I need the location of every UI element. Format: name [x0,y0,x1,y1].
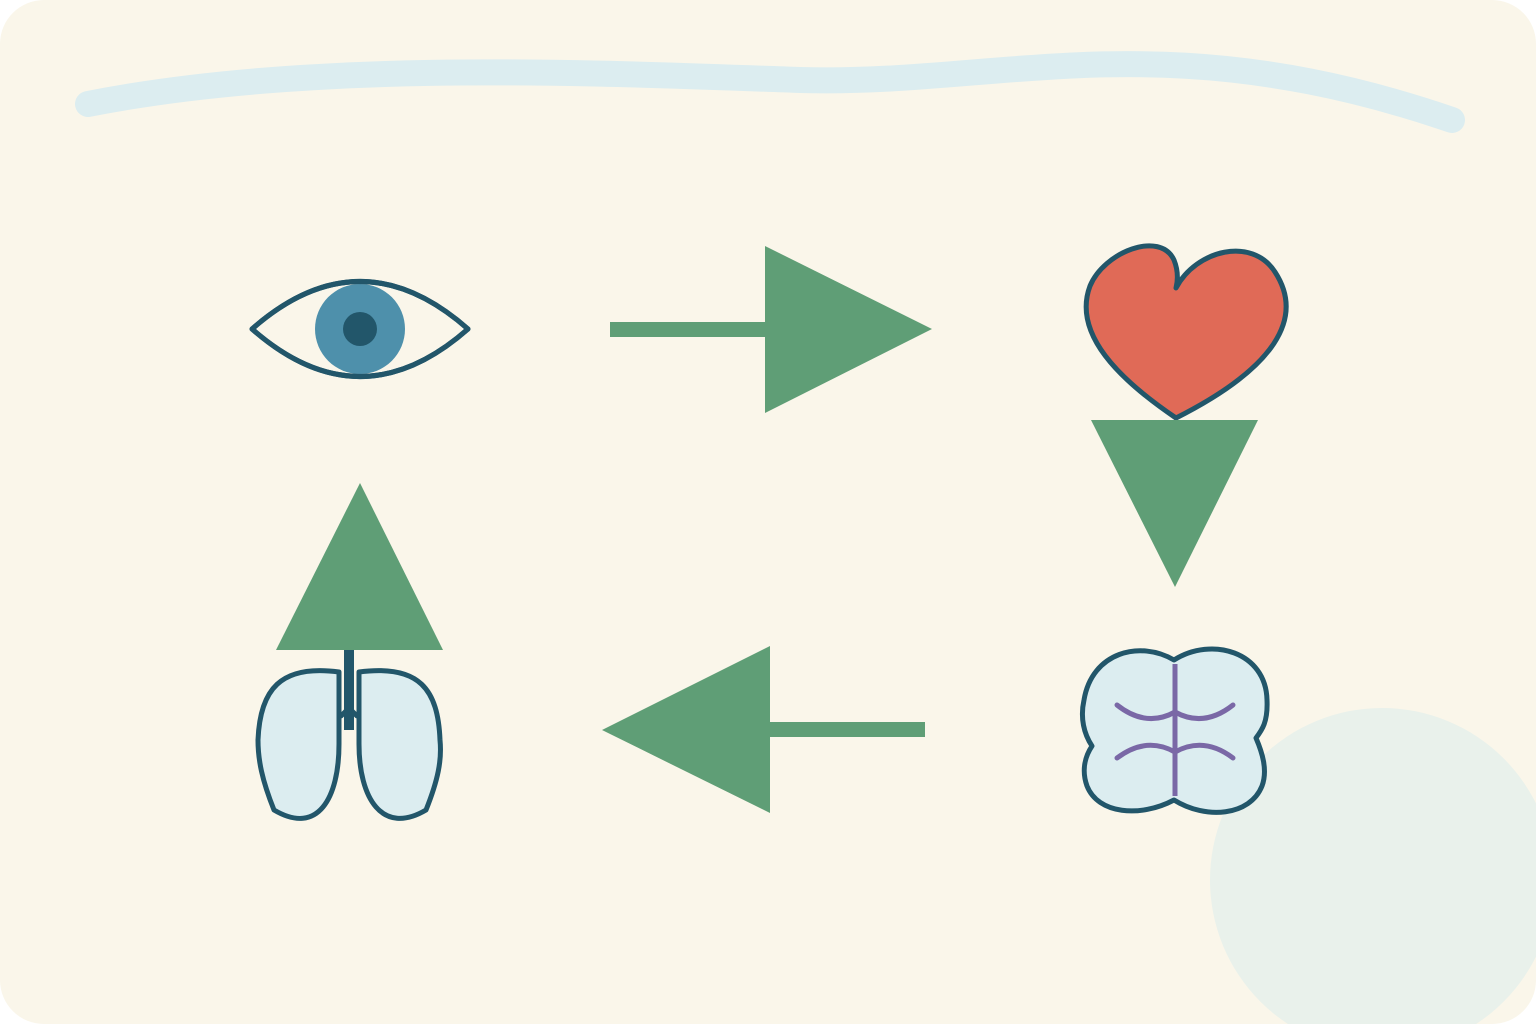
brain-icon [1079,646,1270,815]
heart-icon [1083,243,1289,421]
decorative-corner-circle [1210,708,1536,1024]
brain-fold-lower [1114,742,1236,761]
arrow-shaft [765,722,925,737]
decorative-swoosh [75,51,1465,133]
arrow-head [765,246,932,413]
bronchi [338,705,360,719]
lungs-icon [255,648,443,821]
lung-right [356,668,443,821]
arrow-brain-to-lungs [602,646,925,813]
arrow-eye-to-heart [610,246,932,413]
arrow-heart-to-brain [1091,420,1258,587]
eye-pupil [343,312,377,346]
brain-fold-upper [1114,702,1236,722]
arrow-shaft [610,322,770,337]
eye-icon [249,279,471,379]
arrow-lungs-to-eye [276,483,443,650]
arrow-head [1091,420,1258,587]
trachea [344,648,354,730]
heart-shape [1083,243,1289,421]
lung-left [255,668,342,821]
arrow-head [602,646,770,813]
arrow-head [276,483,443,650]
eye-outline-top [249,279,471,379]
